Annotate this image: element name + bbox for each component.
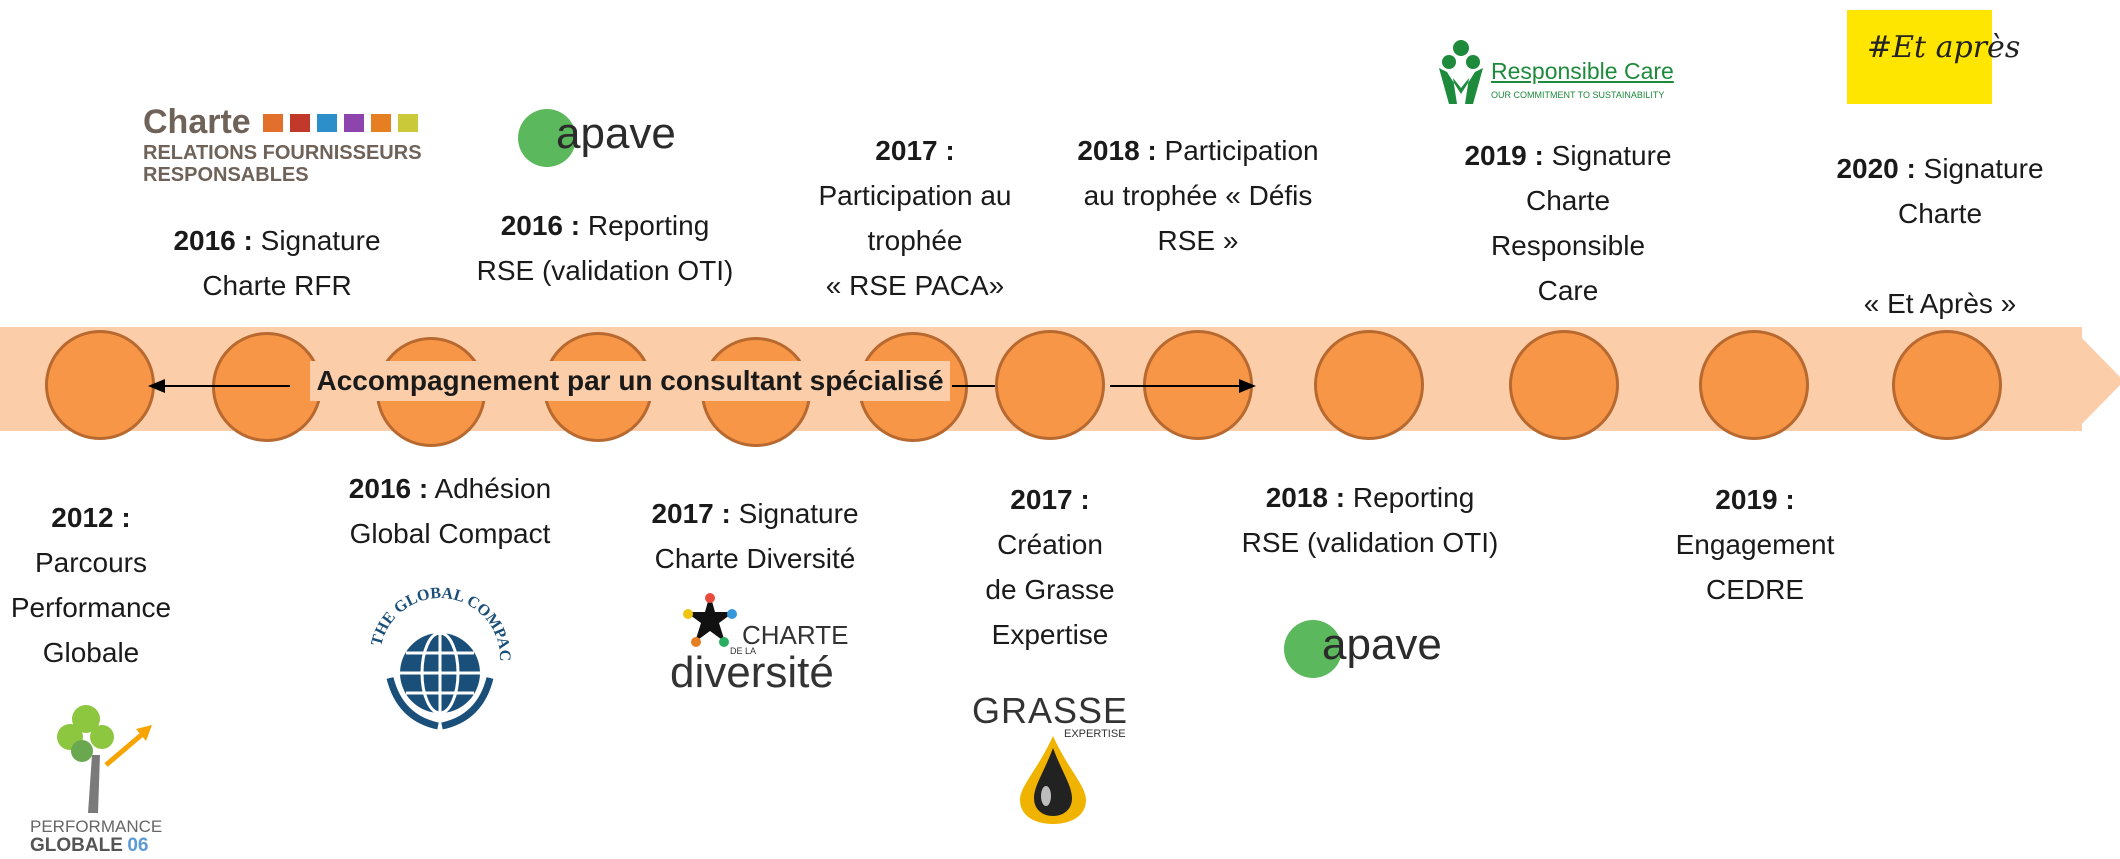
text: Adhésion [434, 473, 552, 504]
text: Charte RFR [202, 270, 352, 301]
diversite-word: diversité [670, 648, 834, 697]
logo-charte-rfr: Charte RELATIONS FOURNISSEURS RESPONSABL… [143, 103, 433, 193]
year: 2019 : [1715, 484, 1795, 515]
text: RSE (validation OTI) [1241, 527, 1499, 558]
text: Globale [42, 637, 140, 668]
year: 2016 : [348, 473, 429, 504]
logo-global-compact: THE GLOBAL COMPACT [355, 565, 520, 738]
label-2012: 2012 : Parcours Performance Globale [0, 495, 182, 675]
rc-title: Responsible Care [1491, 58, 1674, 84]
year: 2017 : [651, 498, 731, 529]
diversite-charte: CHARTE [742, 620, 849, 650]
timeline-node-2020 [1892, 330, 2002, 440]
text: Signature [738, 498, 859, 529]
text: Engagement [1675, 529, 1835, 560]
label-2018-reporting: 2018 : Reporting RSE (validation OTI) [1230, 475, 1510, 565]
timeline-arrowhead [2074, 330, 2120, 432]
text: Participation [1164, 135, 1319, 166]
text: Global Compact [349, 518, 551, 549]
text: Charte [1525, 185, 1611, 216]
apave-dot-icon [518, 109, 576, 167]
diversite-de-la: DE LA [730, 646, 757, 656]
global-compact-globe-icon: THE GLOBAL COMPACT [355, 565, 513, 730]
year: 2018 : [1077, 135, 1157, 166]
text: Création [997, 529, 1103, 560]
grasse-main: GRASSE [972, 690, 1129, 731]
et-apres-text: #Et après [1867, 30, 2021, 65]
timeline-node-2018-reporting [1314, 330, 1424, 440]
perf-line2-row: GLOBALE 06 [30, 835, 148, 857]
diversite-star-icon [683, 593, 737, 647]
apave-text: apave [1322, 620, 1442, 669]
text: Reporting [587, 210, 710, 241]
text: « RSE PACA» [825, 270, 1005, 301]
year: 2018 : [1265, 482, 1346, 513]
perf-line2: GLOBALE [30, 835, 123, 856]
text: « Et Après » [1863, 288, 2017, 319]
rfr-squares-icon [262, 113, 418, 132]
text: RSE (validation OTI) [476, 255, 734, 286]
text: Expertise [991, 619, 1109, 650]
performance-tree-icon [57, 705, 152, 813]
year: 2017 : [1010, 484, 1090, 515]
rc-sub: OUR COMMITMENT TO SUSTAINABILITY [1491, 90, 1665, 100]
text: Care [1537, 275, 1599, 306]
year: 2019 : [1464, 140, 1544, 171]
perf-num: 06 [127, 835, 149, 856]
logo-et-apres: #Et après [1847, 10, 2020, 104]
apave-dot-icon [1284, 620, 1342, 678]
logo-charte-diversite: CHARTE DE LA diversité [670, 590, 860, 710]
label-2018-defis: 2018 : Participation au trophée « Défis … [1058, 128, 1338, 263]
timeline-node-2019-rc [1509, 330, 1619, 440]
year: 2016 : [173, 225, 253, 256]
responsible-care-hands-icon [1439, 40, 1483, 104]
text: Performance [10, 592, 172, 623]
grasse-drop-icon [1020, 736, 1086, 824]
label-2016-gc: 2016 : Adhésion Global Compact [320, 466, 580, 556]
logo-performance-globale: PERFORMANCE GLOBALE 06 [28, 695, 178, 859]
perf-line1: PERFORMANCE [30, 817, 163, 836]
logo-grasse-expertise: GRASSE EXPERTISE [968, 690, 1128, 830]
text: Charte [1897, 198, 1983, 229]
logo-apave-2018: apave [1284, 618, 1464, 680]
text: RSE » [1157, 225, 1239, 256]
year: 2016 : [500, 210, 581, 241]
text: Signature [1551, 140, 1672, 171]
text: Parcours [34, 547, 148, 578]
apave-text: apave [556, 109, 676, 158]
consultant-label: Accompagnement par un consultant spécial… [310, 361, 950, 401]
year: 2012 : [51, 502, 131, 533]
logo-apave-2016: apave [518, 107, 698, 169]
text: Responsible [1490, 230, 1646, 261]
label-2017-paca: 2017 : Participation au trophée « RSE PA… [785, 128, 1045, 308]
timeline-node-2017-grasse [995, 330, 1105, 440]
logo-responsible-care: Responsible Care OUR COMMITMENT TO SUSTA… [1435, 38, 1675, 110]
spacer [1805, 236, 2075, 281]
label-2020: 2020 : Signature Charte « Et Après » [1805, 146, 2075, 326]
grasse-sub: EXPERTISE [1064, 728, 1126, 740]
label-2017-grasse: 2017 : Création de Grasse Expertise [930, 477, 1170, 657]
text: de Grasse [985, 574, 1115, 605]
timeline-node-2019-cedre [1699, 330, 1809, 440]
label-2016-rfr: 2016 : Signature Charte RFR [152, 218, 402, 308]
rfr-line2: RESPONSABLES [143, 164, 309, 186]
text: Participation au [818, 180, 1012, 211]
text: au trophée « Défis [1083, 180, 1313, 211]
timeline-node-2012 [45, 330, 155, 440]
label-2019-cedre: 2019 : Engagement CEDRE [1630, 477, 1880, 612]
rfr-title: Charte [143, 103, 251, 141]
text: Signature [260, 225, 381, 256]
text: Reporting [1352, 482, 1475, 513]
label-2019-rc: 2019 : Signature Charte Responsible Care [1438, 133, 1698, 313]
year: 2020 : [1836, 153, 1916, 184]
label-2017-diversite: 2017 : Signature Charte Diversité [630, 491, 880, 581]
year: 2017 : [875, 135, 955, 166]
label-2016-reporting: 2016 : Reporting RSE (validation OTI) [465, 203, 745, 293]
rfr-line1: RELATIONS FOURNISSEURS [143, 142, 422, 164]
text: Charte Diversité [654, 543, 856, 574]
text: trophée [867, 225, 963, 256]
text: CEDRE [1705, 574, 1804, 605]
text: Signature [1923, 153, 2044, 184]
